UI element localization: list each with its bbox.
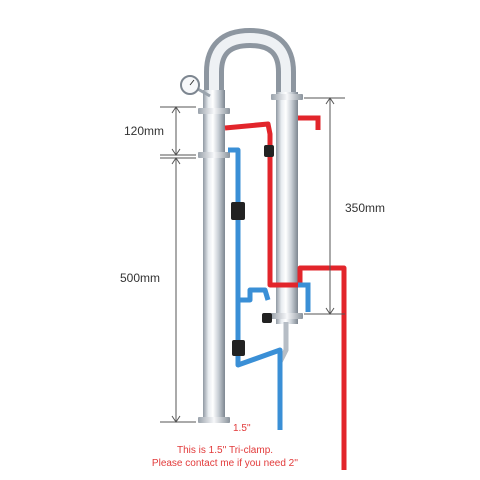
clamp-flange	[198, 108, 230, 114]
clamp-flange	[271, 313, 303, 319]
cold-water-hose	[228, 147, 271, 303]
note-line-2: Please contact me if you need 2''	[152, 458, 298, 469]
u-bend-pipe-highlight	[209, 32, 291, 96]
needle-valve	[231, 202, 245, 220]
dimension-500mm	[160, 157, 196, 423]
dimension-350mm	[304, 97, 345, 315]
dimension-120mm	[160, 106, 196, 156]
hose-fitting	[262, 313, 272, 323]
needle-valve	[232, 340, 245, 356]
clamp-flange	[198, 417, 230, 423]
clamp-flange	[271, 94, 303, 100]
condenser-column	[276, 92, 298, 324]
cold-water-hose-right	[298, 282, 311, 312]
note-line-1: This is 1.5'' Tri-clamp.	[177, 445, 273, 456]
cold-water-hose-lower	[235, 300, 283, 430]
hot-water-hose-top	[298, 115, 321, 130]
clamp-size-label: 1.5''	[233, 423, 251, 434]
hose-fitting	[264, 145, 274, 157]
main-column	[203, 90, 225, 420]
dimension-label-500: 500mm	[120, 271, 160, 285]
dimension-label-120: 120mm	[124, 124, 164, 138]
clamp-flange	[198, 152, 230, 158]
dimension-label-350: 350mm	[345, 201, 385, 215]
hot-water-hose	[224, 121, 347, 470]
